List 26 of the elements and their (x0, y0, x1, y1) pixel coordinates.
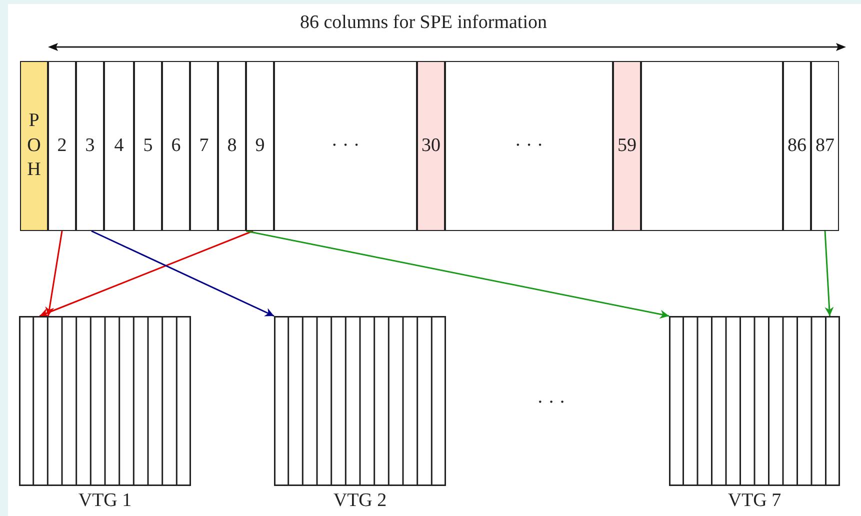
frame-column: 6 (162, 61, 190, 231)
dimension-label: 86 columns for SPE information (300, 12, 547, 34)
group-label: VTG 2 (332, 490, 388, 512)
arrow (39, 230, 254, 317)
frame-column: · · · (445, 61, 613, 231)
arrow (91, 230, 274, 317)
group-label: VTG 1 (77, 490, 133, 512)
frame-column: 7 (190, 61, 218, 231)
arrow (824, 230, 834, 316)
ellipsis-text: · · · (537, 392, 566, 414)
frame-column: 3 (76, 61, 104, 231)
frame-column: POH (20, 61, 48, 231)
frame-column: 4 (104, 61, 134, 231)
arrow (246, 230, 670, 319)
arrow (45, 230, 63, 316)
frame-column: 2 (48, 61, 76, 231)
frame-column: 5 (134, 61, 162, 231)
frame-column: 8 (218, 61, 246, 231)
frame-column: 87 (811, 61, 839, 231)
group-label: VTG 7 (726, 490, 782, 512)
frame-column: 86 (783, 61, 811, 231)
frame-column: 59 (613, 61, 641, 231)
frame-column: · · · (274, 61, 417, 231)
empty-column (641, 61, 783, 231)
frame-column: 30 (417, 61, 445, 231)
frame-column: 9 (246, 61, 274, 231)
